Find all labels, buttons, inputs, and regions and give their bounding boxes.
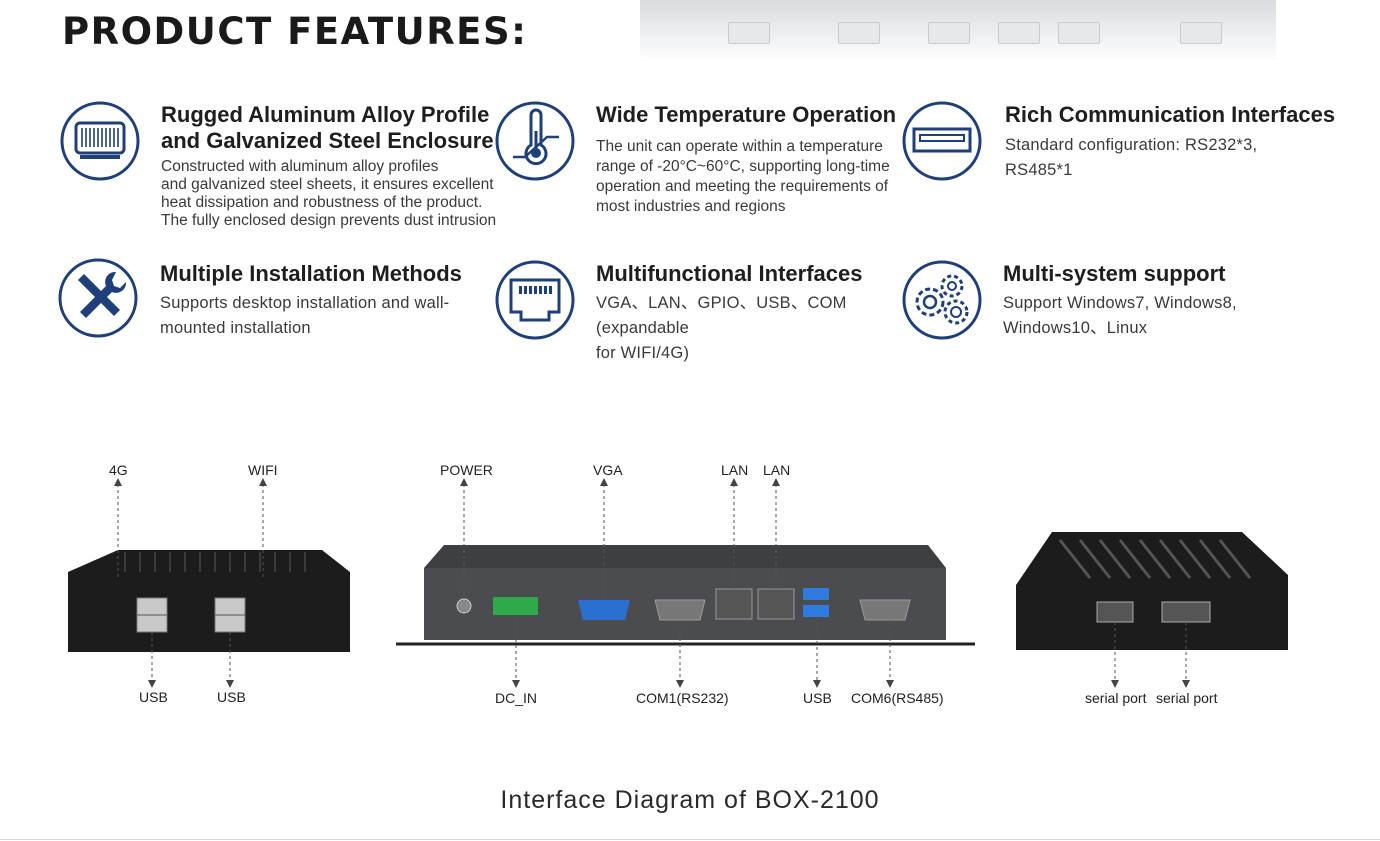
thermometer-icon (495, 101, 575, 181)
label-com1: COM1(RS232) (636, 690, 729, 706)
label-com6: COM6(RS485) (851, 690, 944, 706)
label-usb: USB (803, 690, 832, 706)
side-view-left (68, 550, 350, 652)
port-shape (998, 22, 1040, 44)
port-shape (928, 22, 970, 44)
feature-description: The unit can operate within a temperatur… (596, 138, 890, 215)
diagram-caption: Interface Diagram of BOX-2100 (500, 786, 880, 814)
ethernet-port-icon (495, 260, 575, 340)
product-top-photo (640, 0, 1276, 62)
feature-title: Rich Communication Interfaces (1005, 102, 1336, 127)
divider (0, 839, 1380, 840)
feature-title: and Galvanized Steel Enclosure (161, 128, 494, 153)
label-lan: LAN (721, 462, 749, 478)
label-usb: USB (217, 689, 246, 705)
port-shape (1058, 22, 1100, 44)
heatsink-icon (60, 101, 140, 181)
side-view-right (1016, 532, 1288, 650)
label-usb: USB (139, 689, 168, 705)
label-wifi: WIFI (248, 462, 278, 478)
front-view-center (396, 545, 975, 646)
port-shape (838, 22, 880, 44)
feature-title: Multifunctional Interfaces (596, 261, 863, 286)
feature-description: Standard configuration: RS232*3,RS485*1 (1005, 136, 1258, 179)
feature-description: Constructed with aluminum alloy profiles… (161, 158, 497, 229)
label-4g: 4G (109, 462, 128, 478)
label-dc-in: DC_IN (495, 690, 538, 706)
feature-title: Rugged Aluminum Alloy Profile (161, 102, 490, 127)
page-title: PRODUCT FEATURES: (62, 10, 528, 53)
label-power: POWER (440, 462, 493, 478)
feature-description: Supports desktop installation and wall-m… (160, 294, 450, 337)
gears-icon (902, 260, 982, 340)
feature-description: Support Windows7, Windows8,Windows10、Lin… (1003, 294, 1237, 337)
label-lan: LAN (763, 462, 791, 478)
feature-title: Wide Temperature Operation (596, 102, 897, 127)
label-serial-port: serial port (1085, 690, 1147, 706)
label-vga: VGA (593, 462, 623, 478)
interface-port-icon (902, 101, 982, 181)
feature-title: Multiple Installation Methods (160, 261, 462, 286)
port-shape (728, 22, 770, 44)
port-shape (1180, 22, 1222, 44)
feature-title: Multi-system support (1003, 261, 1226, 286)
label-serial-port: serial port (1156, 690, 1218, 706)
tools-icon (58, 258, 138, 338)
